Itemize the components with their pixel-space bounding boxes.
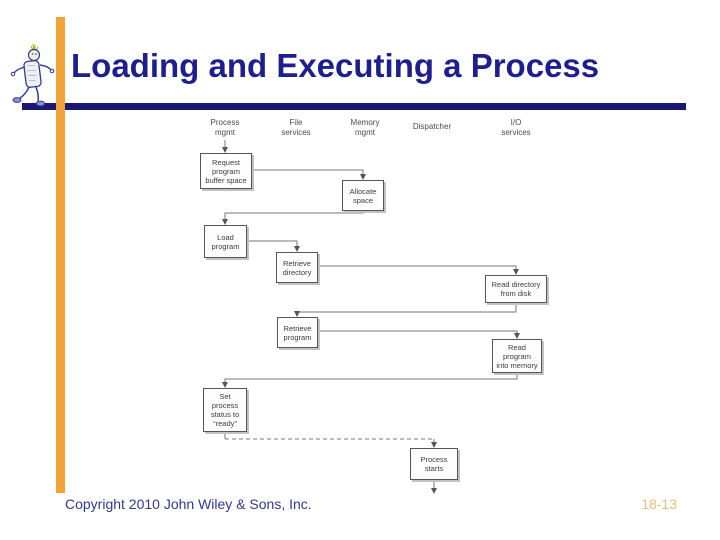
column-header-io-services: I/O services <box>501 118 531 137</box>
flow-box-retrieve-directory: Retrieve directory <box>276 252 318 283</box>
column-header-process-mgmt: Process mgmt <box>210 118 240 137</box>
column-header-dispatcher: Dispatcher <box>412 122 452 131</box>
flow-box-load-program: Load program <box>204 225 247 258</box>
flow-connector-lines <box>222 140 520 494</box>
column-header-memory-mgmt: Memory mgmt <box>350 118 380 137</box>
flow-box-read-program-into-memory: Read program into memory <box>492 339 542 373</box>
slide-title: Loading and Executing a Process <box>71 47 600 84</box>
process-flow-diagram: Process mgmt File services Memory mgmt D… <box>185 113 565 498</box>
flow-box-set-process-status-ready: Set process status to “ready” <box>203 388 247 432</box>
connector-paths <box>224 140 518 488</box>
flow-box-request-program-buffer-space: Request program buffer space <box>200 153 252 189</box>
accent-bar <box>56 17 65 493</box>
column-header-file-services: File services <box>281 118 311 137</box>
arrowheads <box>222 147 520 494</box>
page-number: 18-13 <box>641 496 677 512</box>
title-underline-rule <box>22 103 686 110</box>
walking-robot-icon <box>7 43 57 111</box>
flow-box-retrieve-program: Retrieve program <box>277 317 318 348</box>
copyright-text: Copyright 2010 John Wiley & Sons, Inc. <box>65 496 312 512</box>
walking-robot-icon <box>10 43 55 107</box>
flow-box-read-directory-from-disk: Read directory from disk <box>485 275 547 303</box>
flow-box-allocate-space: Allocate space <box>342 180 384 211</box>
flow-box-process-starts: Process starts <box>410 448 458 480</box>
